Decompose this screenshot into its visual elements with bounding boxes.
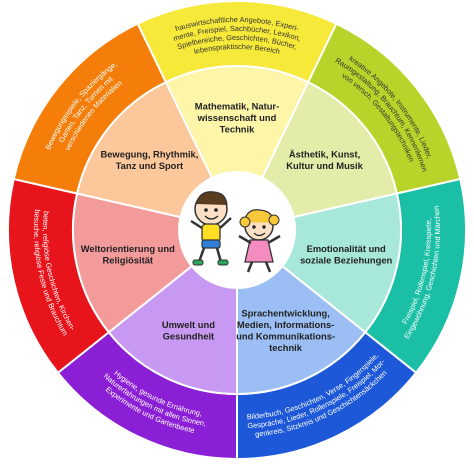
segment-label-aesthetik: Ästhetik, Kunst,Kultur und Musik: [286, 148, 363, 171]
girl-figure-icon: [238, 209, 281, 273]
inner-ring: [72, 65, 402, 396]
outer-ring: [7, 0, 467, 461]
segment-label-sprache: Sprachentwicklung,Medien, Informations-u…: [236, 308, 335, 354]
center-illustration: [179, 172, 295, 288]
center-circle: [179, 172, 295, 288]
segment-label-bewegung: Bewegung, Rhythmik,Tanz und Sport: [100, 148, 198, 171]
boy-figure-icon: [190, 191, 232, 266]
